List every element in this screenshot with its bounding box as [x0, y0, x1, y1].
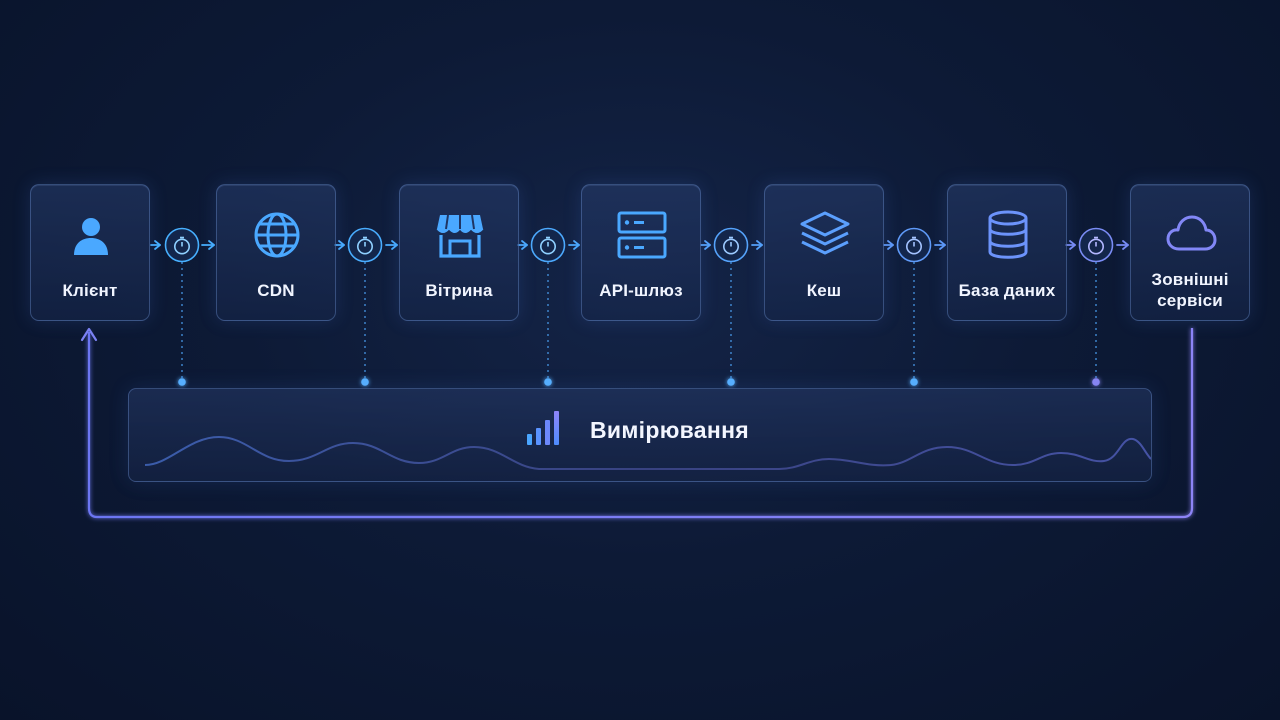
tap-dot — [1092, 378, 1100, 386]
node-label: API-шлюз — [599, 281, 683, 300]
node-label: База даних — [958, 281, 1056, 300]
node-label-line: Зовнішні — [1151, 270, 1229, 289]
connector-3 — [517, 240, 580, 250]
tap-dot — [910, 378, 918, 386]
database-icon — [982, 209, 1034, 261]
measurement-wave — [144, 435, 1151, 470]
server-icon — [616, 209, 668, 261]
stopwatch-icon — [530, 227, 566, 263]
connector-1 — [150, 240, 215, 250]
stopwatch-icon — [896, 227, 932, 263]
measurement-panel — [128, 388, 1152, 482]
layers-icon — [799, 209, 851, 261]
node-client[interactable]: Клієнт — [30, 184, 150, 321]
stopwatch-icon — [164, 227, 200, 263]
tap-dot — [727, 378, 735, 386]
tap-dot — [361, 378, 369, 386]
stopwatch-icon — [347, 227, 383, 263]
tap-dot — [178, 378, 186, 386]
node-label-line: сервіси — [1157, 291, 1223, 310]
connector-2 — [334, 240, 398, 250]
node-label: Зовнішні сервіси — [1135, 269, 1245, 311]
feedback-loop-arrowhead — [80, 327, 98, 342]
tap-dot — [544, 378, 552, 386]
tap-dots — [178, 378, 1100, 386]
node-label: Клієнт — [62, 281, 118, 300]
cloud-icon — [1165, 209, 1217, 261]
store-icon — [434, 209, 486, 261]
globe-icon — [251, 209, 303, 261]
node-cdn[interactable]: CDN — [216, 184, 336, 321]
node-label: CDN — [257, 281, 295, 300]
stopwatch-icon — [1078, 227, 1114, 263]
connector-5 — [883, 240, 946, 250]
node-label: Вітрина — [425, 281, 493, 300]
node-external-services[interactable]: Зовнішні сервіси — [1130, 184, 1250, 321]
flow-connectors — [150, 240, 1129, 250]
measurement-taps — [181, 262, 1097, 380]
node-database[interactable]: База даних — [947, 184, 1067, 321]
stopwatch-icon — [713, 227, 749, 263]
node-api-gateway[interactable]: API-шлюз — [581, 184, 701, 321]
bar-chart-icon — [524, 408, 564, 448]
feedback-loop-line — [87, 328, 1194, 519]
node-label: Кеш — [806, 281, 842, 300]
node-cache[interactable]: Кеш — [764, 184, 884, 321]
node-storefront[interactable]: Вітрина — [399, 184, 519, 321]
connector-6 — [1065, 240, 1129, 250]
connector-4 — [700, 240, 763, 250]
user-icon — [65, 209, 117, 261]
measurement-title: Вимірювання — [590, 417, 749, 443]
